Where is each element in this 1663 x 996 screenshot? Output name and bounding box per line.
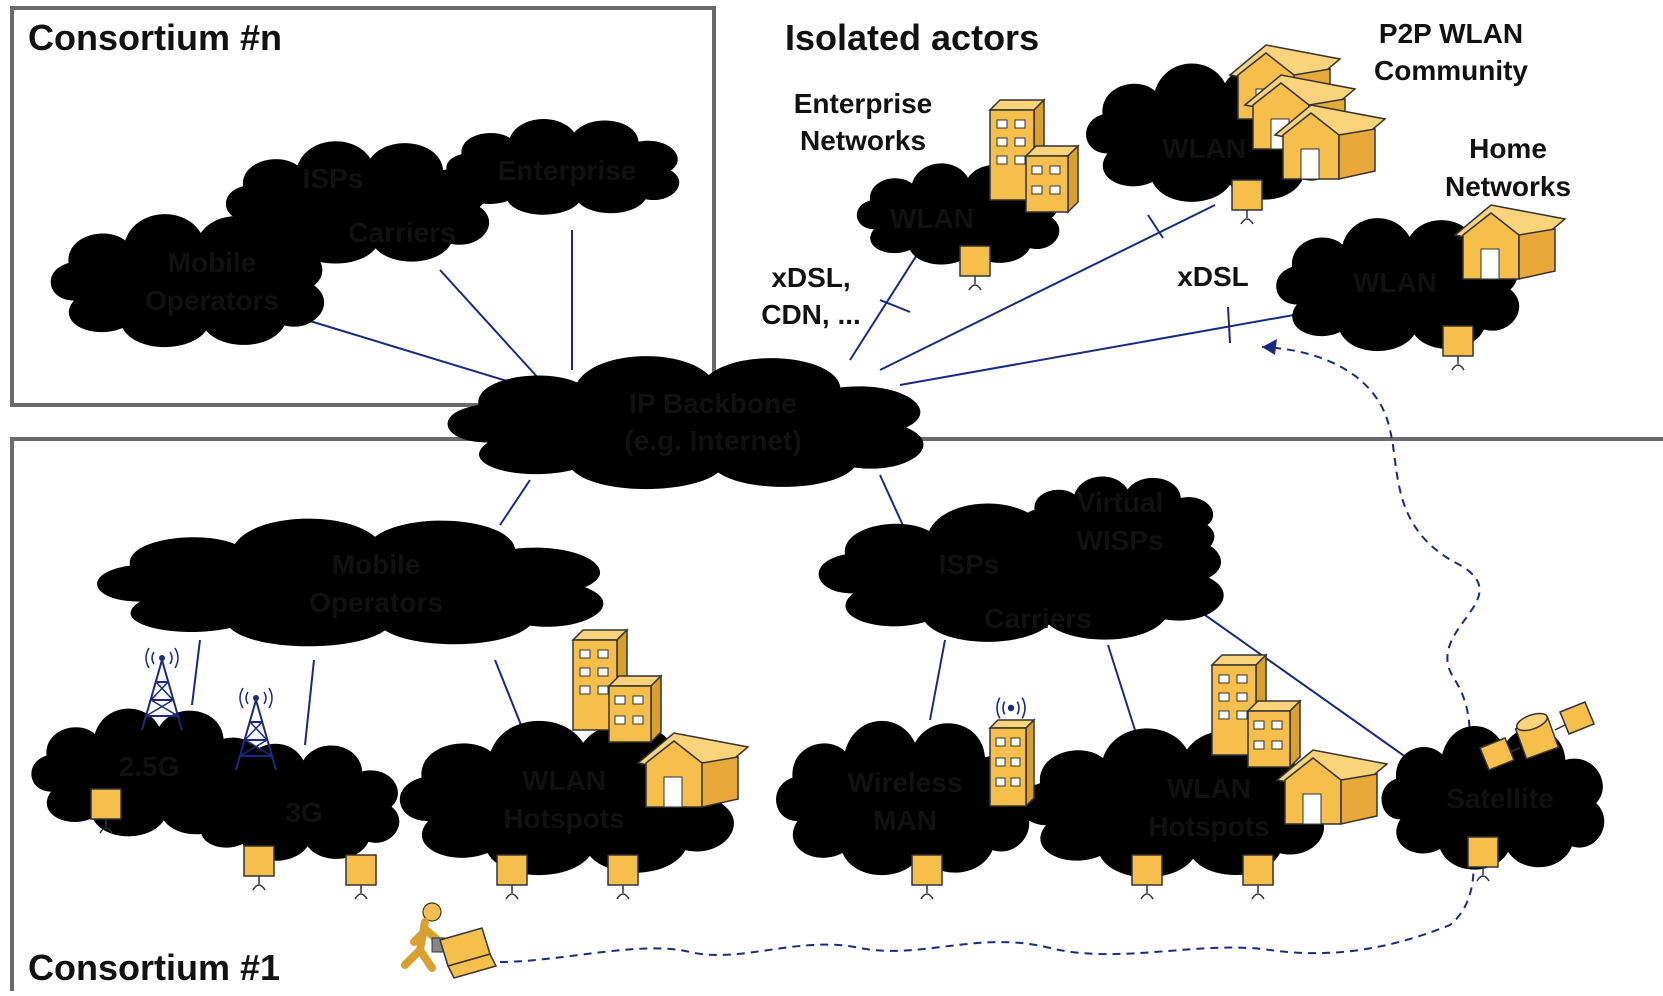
label-isps-top: ISPs [303, 163, 364, 194]
building-icon [989, 99, 1079, 213]
access-point-icon [496, 854, 528, 900]
access-point-icon [607, 854, 639, 900]
label-home-networks-2: Networks [1445, 171, 1571, 202]
label-wireless-man-2: MAN [873, 805, 937, 836]
access-point-icon [243, 845, 275, 891]
roaming-arrow-icon [1262, 339, 1277, 355]
house-icon [1454, 204, 1566, 280]
access-point-icon [1242, 854, 1274, 900]
label-satellite: Satellite [1446, 783, 1553, 814]
network-links [191, 204, 1411, 761]
label-xdsl: xDSL [1177, 261, 1249, 292]
label-enterprise-networks-1: Enterprise [794, 88, 933, 119]
label-xdsl-cdn-2: CDN, ... [761, 299, 861, 330]
label-wlan-p2p: WLAN [1162, 133, 1246, 164]
label-wlan-enterprise: WLAN [890, 203, 974, 234]
cloud-mobile-operators-bottom [97, 518, 604, 647]
access-point-icon [1131, 854, 1163, 900]
label-carriers-bottom: Carriers [984, 603, 1091, 634]
label-mobile-operators-top-2: Operators [145, 285, 279, 316]
consortium-1-title: Consortium #1 [28, 947, 280, 988]
access-point-icon [345, 854, 377, 900]
satellite-icon [1479, 701, 1595, 771]
access-point-icon [1442, 325, 1474, 371]
label-2-5g: 2.5G [119, 751, 180, 782]
label-carriers-top: Carriers [348, 217, 455, 248]
label-mobile-operators-bottom-1: Mobile [332, 549, 421, 580]
label-p2p-wlan-1: P2P WLAN [1379, 18, 1523, 49]
label-wlan-hotspots-2-1: WLAN [1167, 773, 1251, 804]
label-wlan-hotspots-1-2: Hotspots [503, 803, 624, 834]
label-virtual-wisps-2: WISPs [1076, 525, 1163, 556]
cloud-labels: Mobile Operators ISPs Carriers Enterpris… [119, 18, 1571, 842]
label-home-networks-1: Home [1469, 133, 1547, 164]
label-virtual-wisps-1: Virtual [1077, 487, 1164, 518]
label-3g: 3G [285, 797, 322, 828]
building-icon [988, 718, 1036, 808]
building-icon [572, 629, 662, 743]
label-wlan-home: WLAN [1353, 267, 1437, 298]
access-point-icon [911, 854, 943, 900]
consortium-n-frame [10, 6, 716, 407]
label-ip-backbone-2: (e.g. Internet) [624, 425, 801, 456]
antenna-icon [996, 697, 1026, 719]
label-enterprise-top: Enterprise [498, 155, 637, 186]
isolated-actors-title: Isolated actors [785, 17, 1039, 58]
access-point-icon [959, 245, 991, 291]
consortium-n-title: Consortium #n [28, 17, 282, 58]
mobile-user-icon [401, 902, 498, 979]
label-ip-backbone-1: IP Backbone [629, 388, 797, 419]
label-p2p-wlan-2: Community [1374, 55, 1528, 86]
label-wlan-hotspots-2-2: Hotspots [1148, 811, 1269, 842]
label-wlan-hotspots-1-1: WLAN [522, 765, 606, 796]
cloud-ip-backbone [447, 356, 924, 490]
label-mobile-operators-bottom-2: Operators [309, 587, 443, 618]
consortium-1-frame [10, 437, 1663, 991]
label-enterprise-networks-2: Networks [800, 125, 926, 156]
roaming-path [499, 346, 1481, 963]
label-mobile-operators-top-1: Mobile [168, 247, 257, 278]
label-xdsl-cdn-1: xDSL, [771, 262, 850, 293]
label-isps-bottom: ISPs [939, 549, 1000, 580]
access-point-icon [1231, 179, 1263, 225]
label-wireless-man-1: Wireless [848, 767, 963, 798]
